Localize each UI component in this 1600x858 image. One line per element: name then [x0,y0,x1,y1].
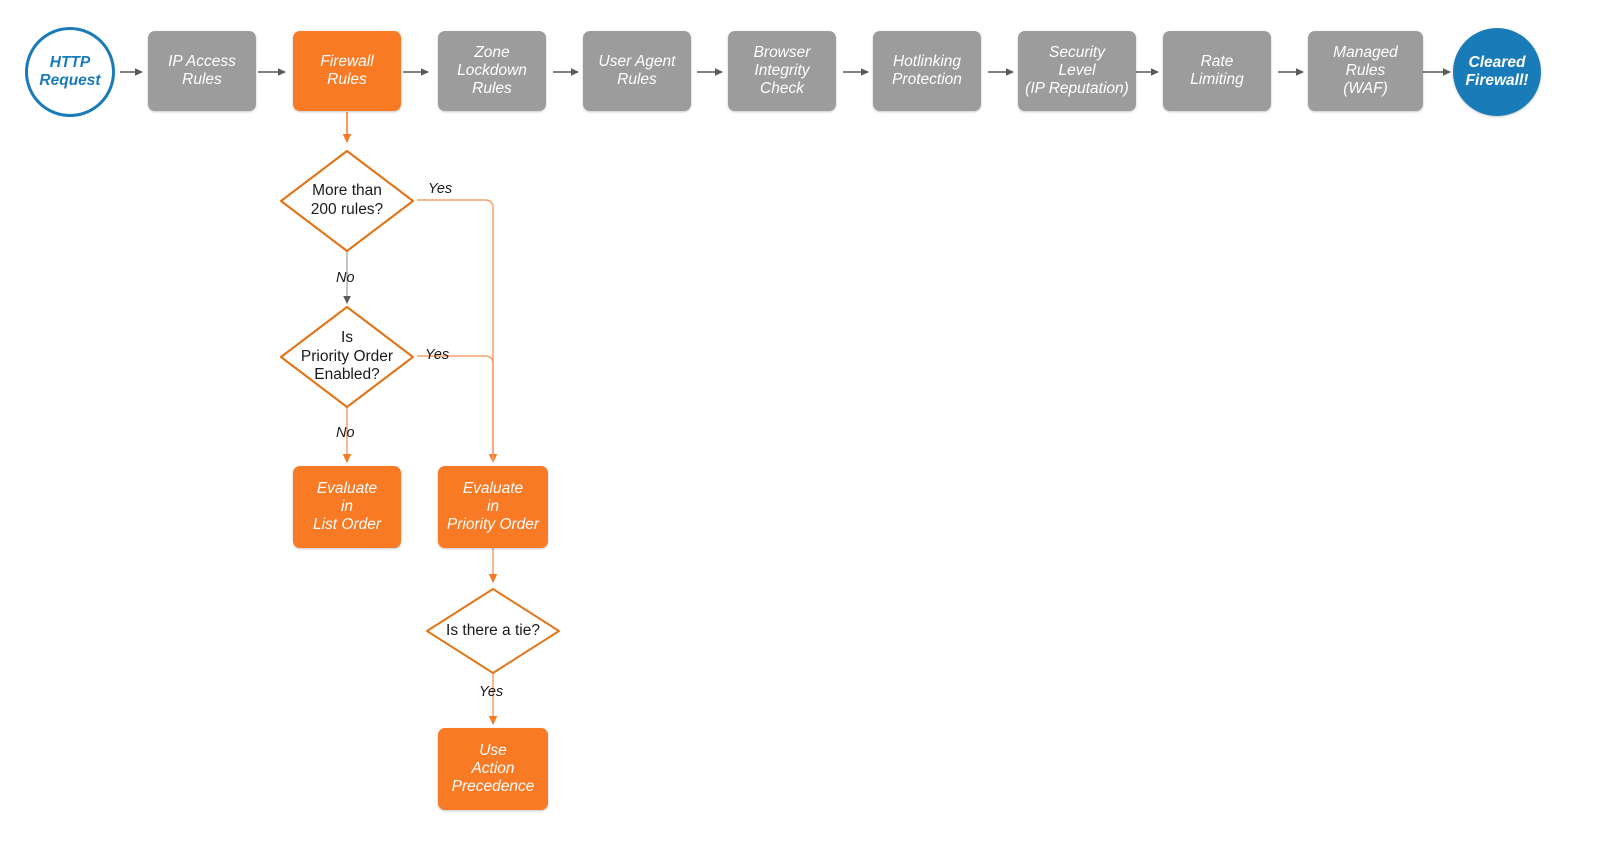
diamond-shape-more-than-200 [279,149,415,253]
edge-label-yes-more-than-200: Yes [428,181,453,197]
decision-is-there-a-tie-label: Is there a tie? [446,621,540,639]
edge-yes-priority-enabled [417,355,494,462]
edge-label-yes-priority-order: Yes [425,347,450,363]
edge-yes-200-to-priority-order [417,199,498,463]
edge-label-no-priority-order: No [336,425,355,441]
diamond-shape-is-there-a-tie [426,588,560,674]
decision-is-there-a-tie[interactable]: Is there a tie? [423,585,563,677]
edge-label-yes-tie: Yes [479,684,504,700]
edge-label-no-more-than-200: No [336,270,355,286]
diamond-shape-priority-order [279,305,415,409]
